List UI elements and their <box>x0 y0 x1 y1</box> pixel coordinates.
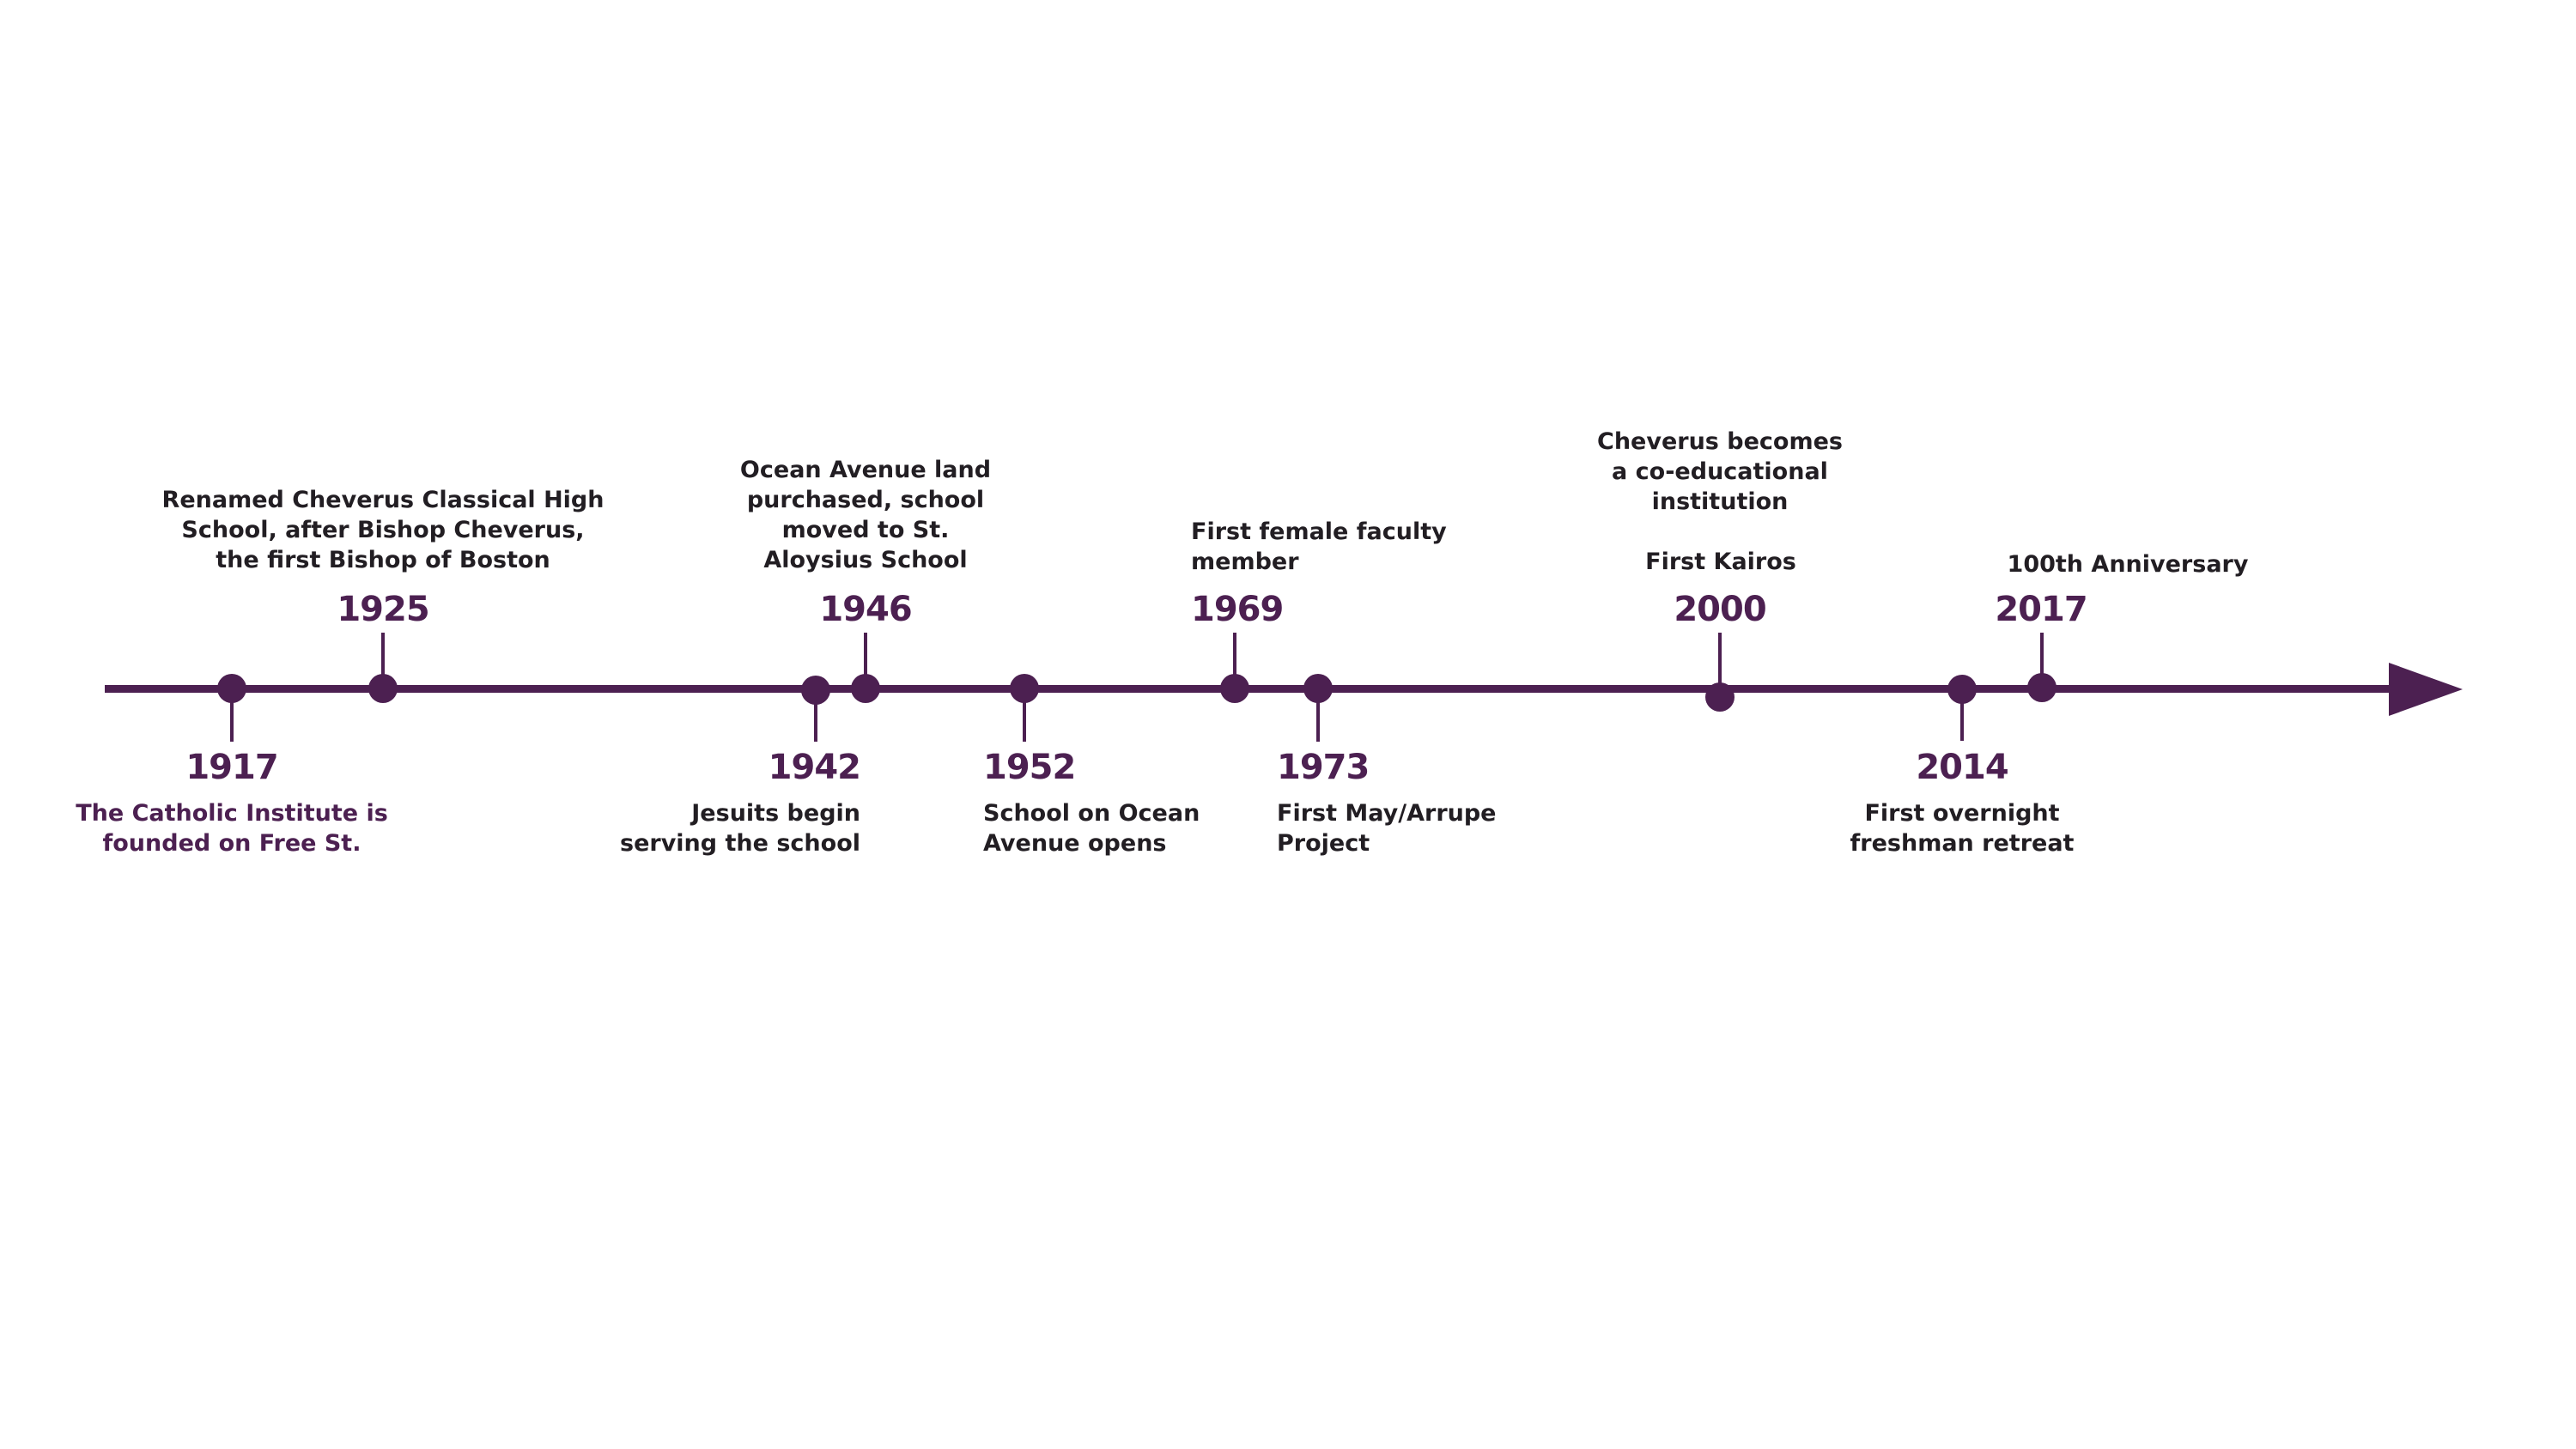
event-stem <box>381 633 385 688</box>
event-dot <box>1705 682 1735 712</box>
event-year: 2000 <box>1674 590 1766 629</box>
event-stem <box>1233 633 1236 688</box>
event-dot <box>1303 674 1333 703</box>
event-description-secondary: First Kairos <box>1645 549 1796 575</box>
event-description: 100th Anniversary <box>2007 551 2249 578</box>
event-description: The Catholic Institute is founded on Fre… <box>76 800 388 857</box>
event-stem <box>864 633 867 688</box>
event-dot <box>2027 673 2057 702</box>
event-stem <box>1316 688 1320 742</box>
event-year: 1917 <box>185 748 278 787</box>
event-description: Renamed Cheverus Classical High School, … <box>161 487 605 573</box>
event-stem <box>1023 688 1026 742</box>
event-description: First May/Arrupe Project <box>1277 800 1497 857</box>
event-description: Jesuits begin serving the school <box>620 800 860 857</box>
event-description: School on Ocean Avenue opens <box>983 800 1200 857</box>
event-year: 1942 <box>768 748 861 787</box>
event-stem <box>814 690 817 742</box>
event-year: 1973 <box>1277 748 1370 787</box>
event-year: 2014 <box>1916 748 2008 787</box>
event-dot <box>217 674 246 703</box>
arrow-right-icon <box>2389 663 2463 716</box>
event-stem <box>2040 633 2044 688</box>
event-dot <box>1220 674 1249 703</box>
event-year: 2017 <box>1995 590 2087 629</box>
event-dot <box>1010 674 1039 703</box>
event-description: Ocean Avenue land purchased, school move… <box>739 457 992 573</box>
event-dot <box>801 676 830 705</box>
event-year: 1925 <box>337 590 429 629</box>
event-dot <box>1947 675 1977 704</box>
event-year: 1969 <box>1191 590 1284 629</box>
event-description: First female faculty member <box>1191 518 1447 575</box>
event-stem <box>230 688 234 742</box>
event-year: 1952 <box>983 748 1076 787</box>
event-stem <box>1960 689 1964 741</box>
event-stem <box>1718 633 1722 686</box>
event-description: Cheverus becomes a co-educational instit… <box>1597 428 1843 515</box>
event-dot <box>851 674 880 703</box>
event-year: 1946 <box>819 590 912 629</box>
event-dot <box>368 674 398 703</box>
event-description: First overnight freshman retreat <box>1850 800 2075 857</box>
